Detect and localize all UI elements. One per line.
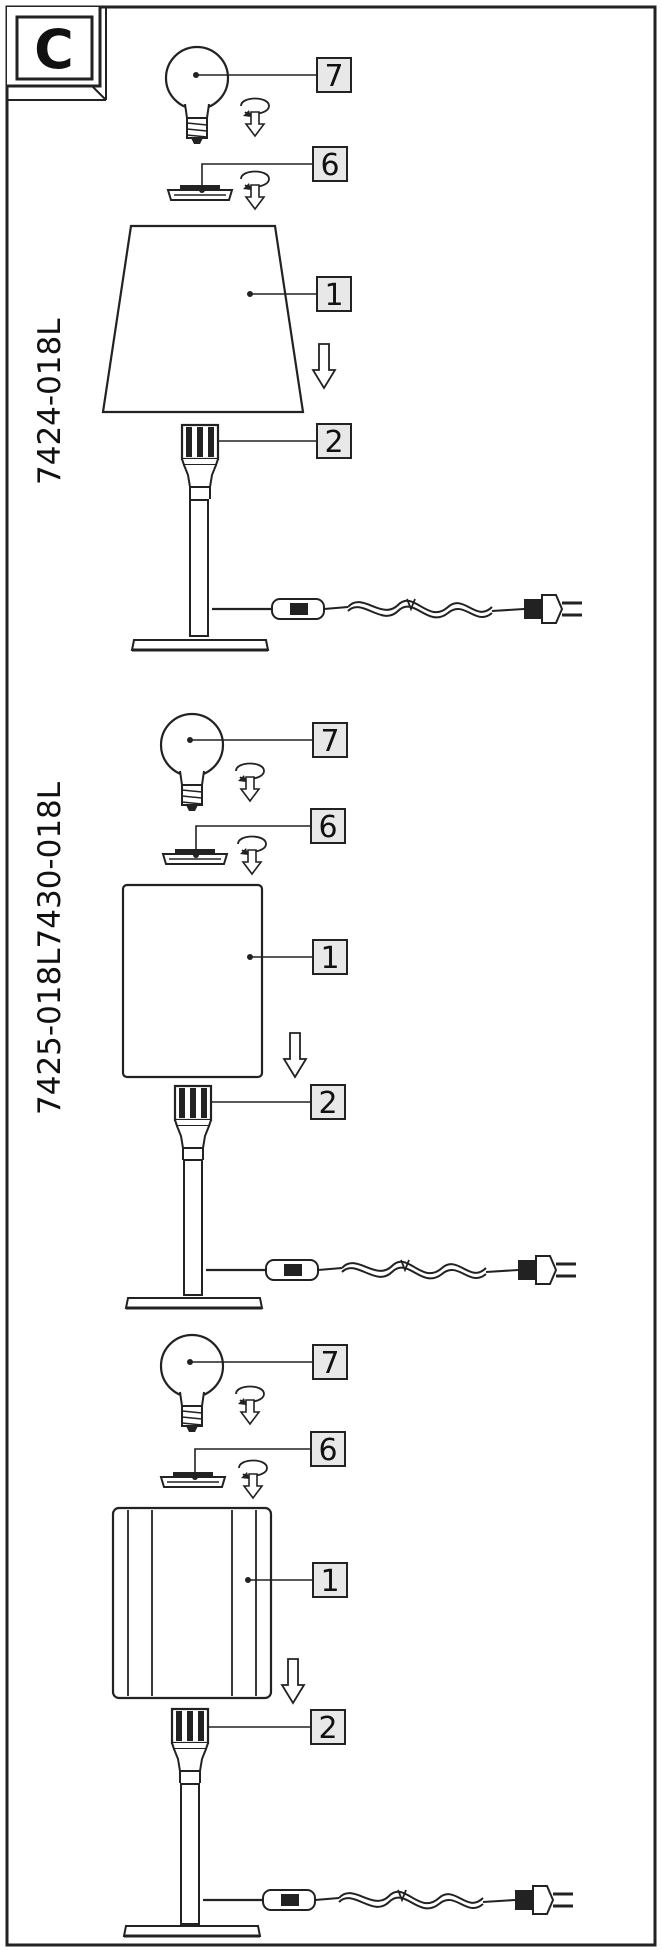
callout-box-6	[312, 146, 348, 182]
cord-switch-icon	[204, 1254, 578, 1286]
bulb-holder-icon	[167, 184, 233, 201]
lamp-stem	[183, 1159, 203, 1296]
tapered-shade	[101, 224, 305, 414]
bulb-icon	[159, 1333, 225, 1434]
down-arrow-icon	[283, 1032, 307, 1078]
lamp-1: 7 6 1 2	[101, 45, 584, 652]
square-shade	[121, 883, 264, 1079]
callout-1: 1	[324, 278, 343, 313]
callout-2: 2	[318, 1086, 337, 1121]
rotate-down-icon	[237, 835, 267, 875]
rotate-down-icon	[240, 97, 270, 137]
callout-box-7	[316, 57, 352, 93]
model-label-1: 7424-018L	[32, 318, 68, 485]
callout-box-6	[310, 808, 346, 844]
bulb-icon	[159, 712, 225, 813]
cord-switch-icon	[210, 593, 584, 625]
callout-6: 6	[318, 810, 337, 845]
callout-7: 7	[324, 59, 343, 94]
cord-switch-icon	[201, 1884, 575, 1916]
bulb-holder-icon	[160, 1471, 226, 1488]
callout-box-7	[312, 722, 348, 758]
outer-frame	[5, 5, 657, 1947]
down-arrow-icon	[281, 1658, 305, 1704]
callout-2: 2	[318, 1711, 337, 1746]
socket-icon	[180, 423, 220, 501]
callout-1: 1	[320, 1564, 339, 1599]
rotate-down-icon	[238, 1459, 268, 1499]
lamp-stem	[189, 499, 209, 637]
lamp-3: 7 6 1 2	[111, 1333, 575, 1938]
striped-shade	[111, 1506, 273, 1700]
rotate-down-icon	[240, 170, 270, 210]
lamp-stem	[180, 1783, 200, 1925]
callout-box-1	[312, 939, 348, 975]
socket-icon	[170, 1707, 210, 1785]
socket-icon	[173, 1084, 213, 1162]
callout-box-1	[316, 276, 352, 312]
callout-box-6	[310, 1431, 346, 1467]
callout-6: 6	[320, 148, 339, 183]
lamp-2: 7 6 1 2	[121, 712, 578, 1310]
callout-7: 7	[320, 724, 339, 759]
down-arrow-icon	[312, 343, 336, 389]
rotate-down-icon	[235, 1385, 265, 1425]
callout-box-2	[310, 1084, 346, 1120]
model-label-2: 7425-018L7430-018L	[32, 781, 68, 1115]
callout-box-2	[310, 1709, 346, 1745]
panel-label-box	[15, 15, 94, 81]
panel-label: C	[34, 18, 74, 81]
callout-6: 6	[318, 1433, 337, 1468]
callout-box-1	[312, 1562, 348, 1598]
callout-box-7	[312, 1344, 348, 1380]
callout-box-2	[316, 423, 352, 459]
callout-7: 7	[320, 1346, 339, 1381]
callout-2: 2	[324, 425, 343, 460]
bulb-icon	[164, 45, 230, 146]
rotate-down-icon	[235, 762, 265, 802]
callout-1: 1	[320, 941, 339, 976]
